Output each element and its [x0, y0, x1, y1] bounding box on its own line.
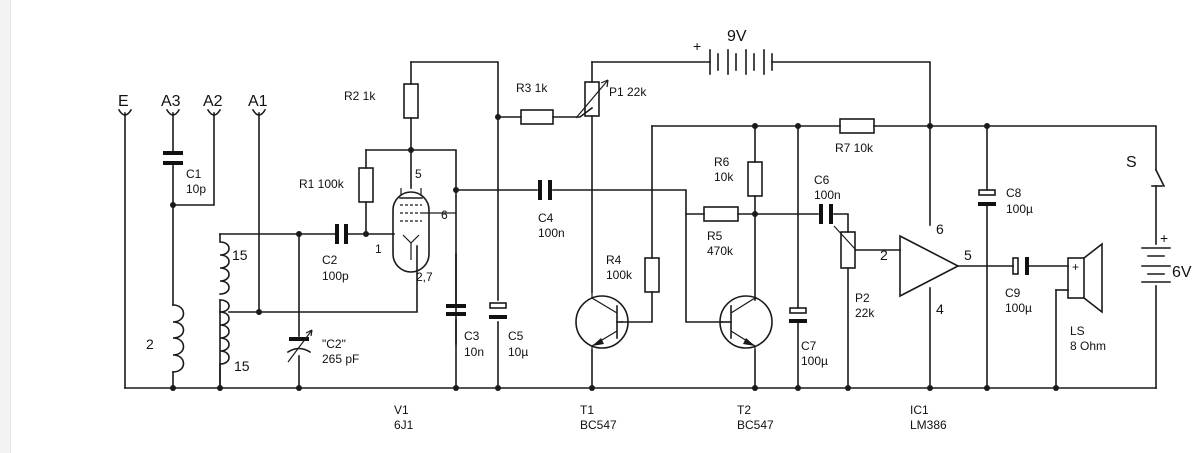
tube-pin5: 5: [415, 167, 422, 181]
c7-value: 100µ: [801, 354, 828, 368]
terminal-a3-label: A3: [161, 93, 181, 110]
battery6v-label: 6V: [1172, 264, 1192, 281]
wires: [124, 61, 1157, 389]
transistor-t1: [575, 292, 629, 350]
battery6v-plus: +: [1160, 230, 1168, 246]
t2-name: T2: [737, 403, 751, 417]
resistor-r7: R7 10k: [835, 118, 875, 155]
ls-name: LS: [1070, 324, 1085, 338]
coil-top-turns: 15: [232, 247, 248, 263]
c2var-value: 265 pF: [322, 352, 359, 366]
capacitor-c3: C3 10n: [446, 253, 484, 359]
p2-name: P2: [855, 291, 870, 305]
battery-9v: + 9V: [693, 28, 773, 75]
ic-pin5: 5: [964, 247, 972, 263]
ic1-type: LM386: [910, 418, 947, 432]
transistor-t2: [719, 295, 773, 350]
p1-label: P1 22k: [609, 85, 647, 99]
capacitor-c5: C5 10µ: [489, 302, 528, 359]
ic-pin4: 4: [936, 301, 944, 317]
antenna-terminals: E A3 A2 A1: [117, 93, 268, 116]
c2-value: 100p: [322, 269, 349, 283]
terminal-e-label: E: [118, 93, 129, 110]
capacitor-c6: C6 100n: [814, 173, 841, 224]
c8-name: C8: [1006, 186, 1022, 200]
r6-value: 10k: [714, 170, 734, 184]
c1-value: 10p: [186, 182, 206, 196]
resistor-r4: R4 100k: [606, 253, 660, 293]
c4-value: 100n: [538, 226, 565, 240]
r6-name: R6: [714, 155, 730, 169]
resistor-r2: R2 1k: [344, 83, 419, 119]
v1-name: V1: [394, 403, 409, 417]
capacitor-c2: C2 100p: [322, 224, 349, 283]
c1-name: C1: [186, 167, 202, 181]
battery9v-label: 9V: [727, 28, 747, 45]
c9-value: 100µ: [1005, 301, 1032, 315]
potentiometer-p2: P2 22k: [833, 225, 875, 320]
vacuum-tube-v1: 5 6 1 2,7: [375, 167, 456, 284]
r5-name: R5: [707, 229, 723, 243]
c6-name: C6: [814, 173, 830, 187]
r4-value: 100k: [606, 268, 633, 282]
amplifier-ic1: 2 6 5 4: [880, 221, 972, 317]
resistor-r3: R3 1k: [516, 81, 554, 125]
capacitor-c1: C1 10p: [163, 151, 206, 196]
loudspeaker-ls: + LS 8 Ohm: [1067, 242, 1106, 353]
c8-value: 100µ: [1006, 202, 1033, 216]
terminal-a2-label: A2: [203, 93, 223, 110]
c5-value: 10µ: [508, 345, 528, 359]
t1-name: T1: [580, 403, 594, 417]
tube-pin6: 6: [441, 208, 448, 222]
variable-capacitor-c2: "C2" 265 pF: [286, 329, 359, 366]
c3-name: C3: [464, 329, 480, 343]
capacitor-c7: C7 100µ: [789, 307, 828, 368]
potentiometer-p1: P1 22k: [575, 79, 647, 119]
ls-value: 8 Ohm: [1070, 339, 1106, 353]
junction-dots: [170, 114, 1059, 391]
c3-value: 10n: [464, 345, 484, 359]
c2var-name: "C2": [322, 337, 346, 351]
coil-l2: 15 15: [219, 233, 250, 389]
part-designations: V1 6J1 T1 BC547 T2 BC547 IC1 LM386: [394, 403, 947, 432]
resistor-r5: R5 470k: [703, 206, 739, 258]
ic1-name: IC1: [910, 403, 929, 417]
left-margin-strip: [0, 0, 11, 453]
resistor-r1: R1 100k: [299, 167, 374, 203]
v1-type: 6J1: [394, 418, 414, 432]
r5-value: 470k: [707, 244, 734, 258]
ls-plus: +: [1072, 260, 1079, 274]
r4-name: R4: [606, 253, 622, 267]
coil-l1: 2: [146, 304, 185, 373]
r7-label: R7 10k: [835, 141, 874, 155]
c5-name: C5: [508, 329, 524, 343]
c9-name: C9: [1005, 286, 1021, 300]
t2-type: BC547: [737, 418, 774, 432]
capacitor-c8: C8 100µ: [978, 186, 1033, 216]
p2-value: 22k: [855, 306, 875, 320]
c4-name: C4: [538, 211, 554, 225]
tube-pin27: 2,7: [416, 270, 433, 284]
c6-value: 100n: [814, 188, 841, 202]
capacitor-c9: C9 100µ: [1005, 257, 1032, 315]
tube-pin1: 1: [375, 242, 382, 256]
terminal-a1-label: A1: [248, 93, 268, 110]
coil-bottom-turns: 15: [234, 358, 250, 374]
ic-pin6: 6: [936, 221, 944, 237]
coil-left-turns: 2: [146, 336, 154, 352]
r3-label: R3 1k: [516, 81, 548, 95]
c7-name: C7: [801, 339, 817, 353]
capacitor-c4: C4 100n: [538, 180, 565, 240]
t1-type: BC547: [580, 418, 617, 432]
switch-s: S: [1126, 154, 1166, 188]
r1-label: R1 100k: [299, 177, 345, 191]
c2-name: C2: [322, 253, 338, 267]
battery-6v: + 6V: [1141, 230, 1192, 283]
resistor-r6: R6 10k: [714, 155, 763, 197]
r2-label: R2 1k: [344, 89, 376, 103]
battery9v-plus: +: [693, 38, 701, 54]
ic-pin2: 2: [880, 247, 888, 263]
switch-label: S: [1126, 154, 1137, 171]
